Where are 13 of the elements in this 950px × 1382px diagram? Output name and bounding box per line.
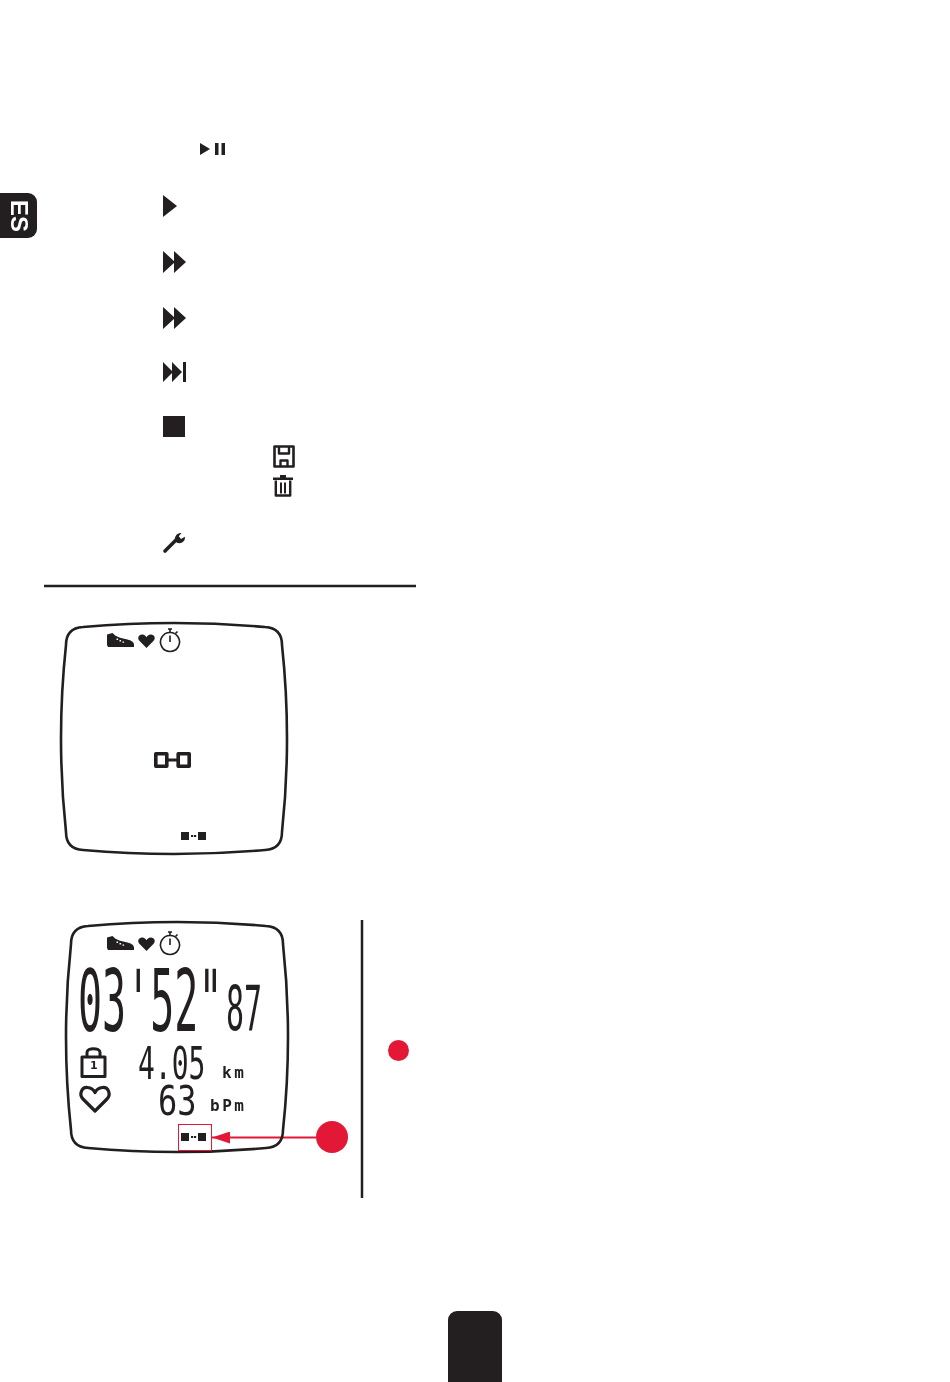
lap-number: 1 (90, 1060, 98, 1071)
highlight-box (178, 1124, 212, 1151)
callout-dot (316, 1121, 348, 1153)
unit-label: bPm (210, 1098, 247, 1114)
language-tab (0, 193, 37, 238)
timer-readout: 03'52" (78, 966, 223, 1035)
distance-readout: 4.05 (138, 1047, 206, 1083)
heart-rate-readout: 63 (158, 1085, 197, 1119)
hundredths-readout: 87 (226, 985, 263, 1035)
arrow (212, 1131, 316, 1144)
watch-display (66, 920, 288, 1154)
tab-label: ES (7, 199, 30, 232)
unit-label: km (222, 1065, 247, 1081)
